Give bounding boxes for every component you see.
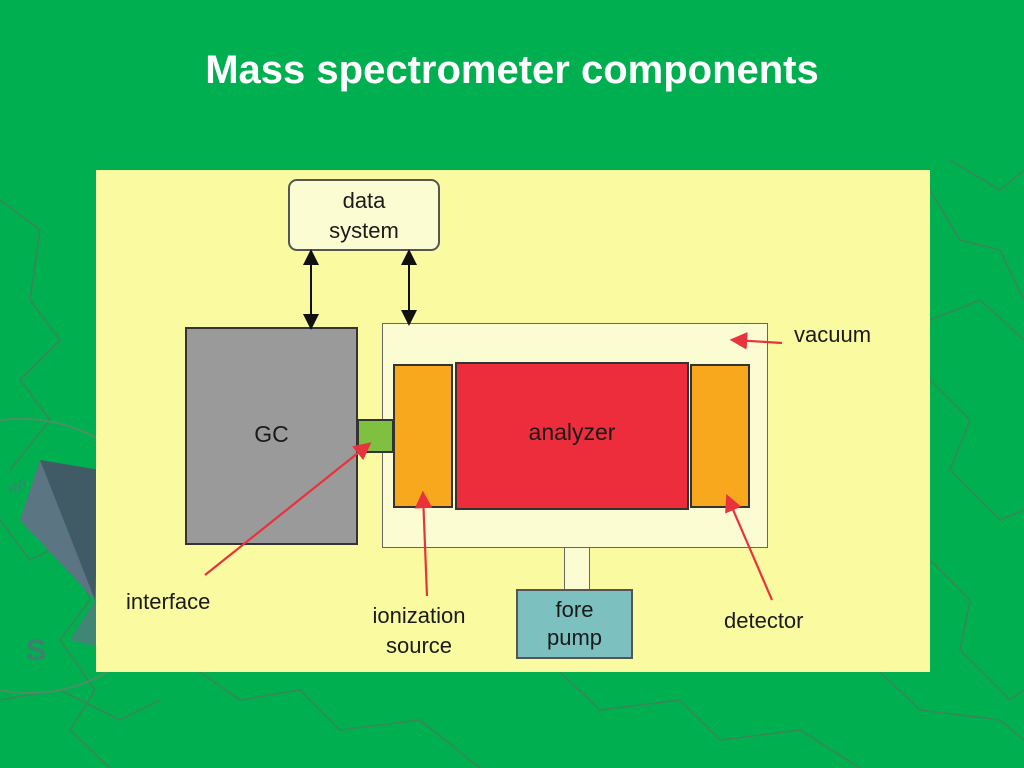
data-system-box: data system (288, 179, 440, 251)
analyzer-box: analyzer (455, 362, 689, 510)
interface-block (357, 419, 394, 453)
slide-title: Mass spectrometer components (205, 48, 819, 92)
detector-label: detector (724, 608, 804, 633)
detector-block (690, 364, 750, 508)
interface-label: interface (126, 589, 211, 614)
svg-text:S: S (26, 634, 46, 667)
vacuum-label: vacuum (794, 322, 872, 347)
gc-box: GC (185, 327, 358, 545)
ionization-source-block (393, 364, 453, 508)
pump-connector (564, 548, 590, 590)
fore-pump-box: fore pump (516, 589, 633, 659)
ionization-source-label: ionization source (372, 603, 466, 658)
svg-text:NW: NW (5, 475, 30, 497)
